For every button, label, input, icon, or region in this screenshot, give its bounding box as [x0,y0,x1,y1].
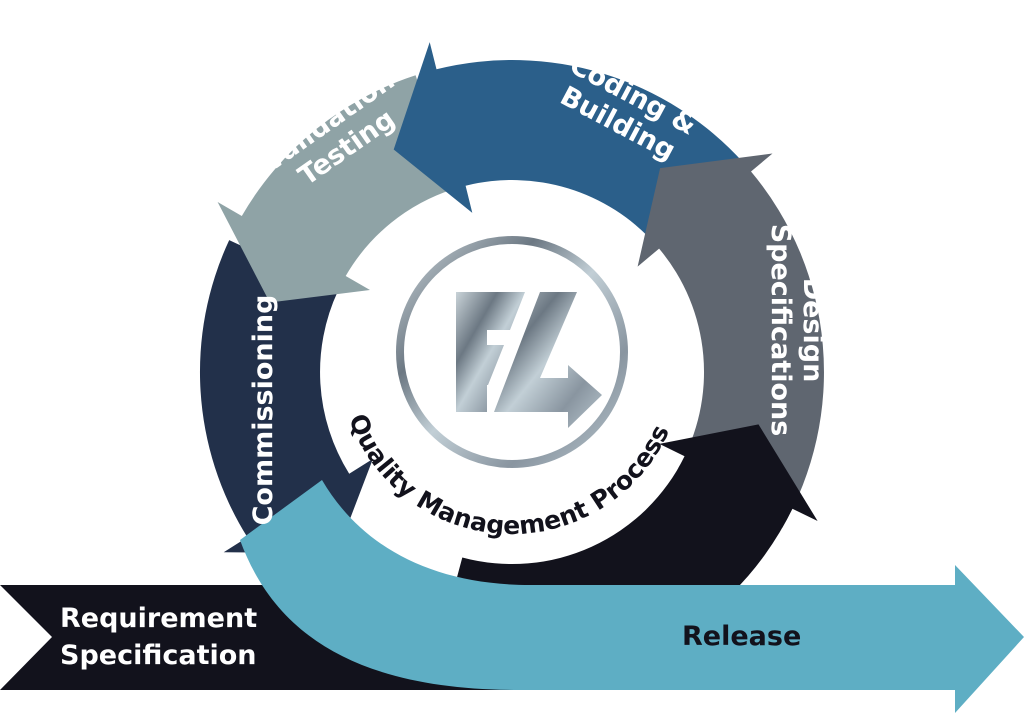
validation-testing-arrow [217,75,453,303]
design-specifications-arrow [637,153,824,528]
commissioning-label-text: Commissioning [248,295,279,526]
center-title: Quality Management Process [343,410,675,541]
release-arrow [240,480,1024,713]
logo-f-shape [456,292,525,412]
requirement-label-line1: Requirement [60,603,257,634]
commissioning-label: Commissioning [248,295,279,526]
design-label: Design Specifications [765,224,828,437]
release-label: Release [682,621,801,652]
fl-logo [396,236,628,468]
design-label-line2: Specifications [765,224,796,437]
requirement-label-line2: Specification [60,640,257,671]
design-label-line1: Design [797,278,828,383]
logo-ring [396,236,628,468]
logo-l-arrow-shape [494,292,602,428]
commissioning-arrow [199,240,373,554]
